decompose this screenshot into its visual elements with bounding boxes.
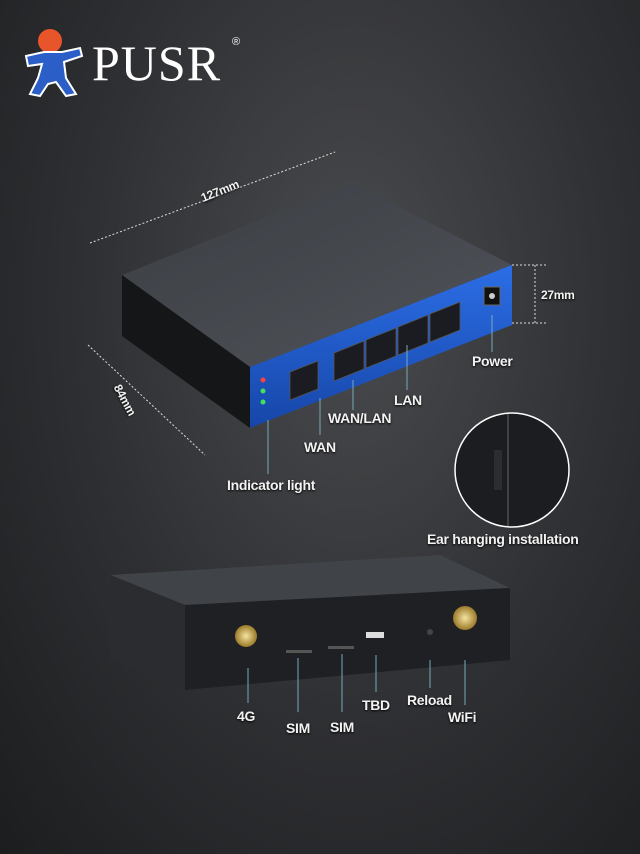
tbd-label: TBD [362, 697, 390, 713]
tbd-port [366, 632, 384, 638]
router-back-view [110, 555, 510, 712]
ear-hanging-inset [454, 412, 570, 528]
sim-slot-2 [328, 646, 354, 649]
reload-button [427, 629, 433, 635]
device-side-face [110, 575, 185, 690]
device-top-face [122, 183, 512, 367]
ear-hanging-label: Ear hanging installation [427, 531, 579, 547]
device-back-panel [185, 588, 510, 690]
device-side-face [122, 275, 250, 428]
wifi-label: WiFi [448, 709, 477, 725]
sim-label-2: SIM [330, 719, 354, 735]
wan-label: WAN [304, 439, 336, 455]
antenna-connector-4g [235, 625, 257, 647]
router-top-view [87, 151, 570, 528]
power-label: Power [472, 353, 513, 369]
sim-slot-1 [286, 650, 312, 653]
height-dimension-label: 27mm [541, 288, 575, 302]
4g-label: 4G [237, 708, 256, 724]
antenna-connector-wifi [453, 606, 477, 630]
callout-lines [267, 315, 493, 474]
indicator-light-label: Indicator light [227, 477, 316, 493]
reload-label: Reload [407, 692, 452, 708]
lan-label: LAN [394, 392, 422, 408]
logo-figure-icon [24, 29, 84, 98]
brand-name: PUSR [92, 35, 222, 91]
sim-label-1: SIM [286, 720, 310, 736]
ethernet-ports [289, 301, 461, 401]
vent-holes [165, 446, 205, 504]
wan-lan-label: WAN/LAN [328, 410, 392, 426]
registered-mark: ® [232, 36, 241, 48]
indicator-leds [260, 377, 266, 405]
dimension-lines [87, 151, 548, 456]
device-top-face [110, 555, 510, 605]
